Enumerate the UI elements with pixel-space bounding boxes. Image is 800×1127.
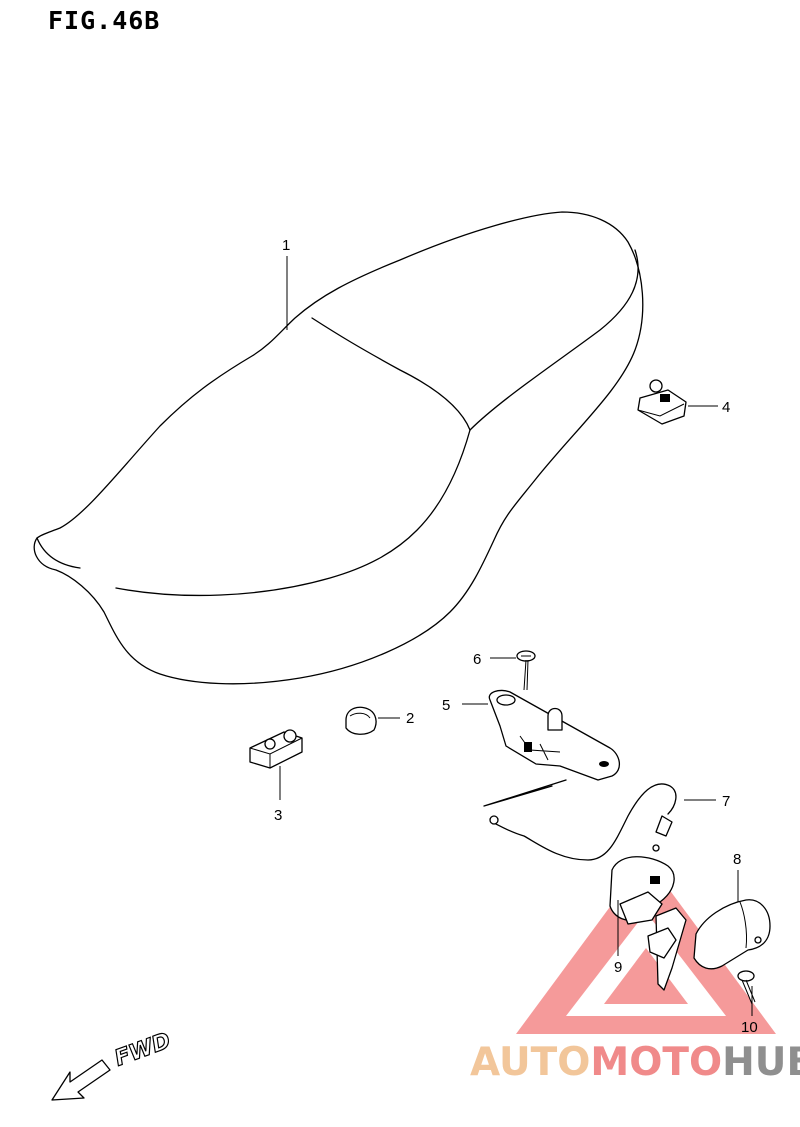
figure-title: FIG.46B bbox=[48, 6, 161, 35]
callout-labels: 1 2 3 4 5 6 7 8 9 10 bbox=[274, 237, 758, 1036]
watermark-text: AUTOMOTOHUB bbox=[470, 1040, 800, 1085]
callout-2: 2 bbox=[406, 710, 414, 727]
forward-direction-indicator: FWD bbox=[51, 1028, 175, 1101]
seat bbox=[33, 211, 644, 685]
callout-8: 8 bbox=[733, 851, 741, 868]
callout-1: 1 bbox=[282, 237, 290, 254]
clip-part-4 bbox=[637, 379, 718, 425]
watermark-auto: AUTO bbox=[470, 1040, 591, 1085]
callout-9: 9 bbox=[614, 959, 622, 976]
callout-7: 7 bbox=[722, 793, 730, 810]
callout-10: 10 bbox=[741, 1019, 758, 1036]
cover-part-8 bbox=[693, 870, 771, 970]
cable-part-7 bbox=[483, 779, 716, 861]
watermark-hub: HUB bbox=[722, 1040, 800, 1085]
seat-lock-part-5 bbox=[462, 689, 620, 781]
cushion-part-2 bbox=[345, 706, 400, 735]
lock-set-part-9 bbox=[609, 856, 687, 991]
screw-part-10 bbox=[737, 970, 756, 1016]
watermark-moto: MOTO bbox=[590, 1040, 723, 1085]
screw-part-6 bbox=[490, 650, 536, 691]
stopper-part-3 bbox=[249, 729, 303, 800]
callout-3: 3 bbox=[274, 807, 282, 824]
callout-5: 5 bbox=[442, 697, 450, 714]
callout-4: 4 bbox=[722, 399, 730, 416]
callout-6: 6 bbox=[473, 651, 481, 668]
fwd-label: FWD bbox=[112, 1028, 175, 1071]
watermark-logo bbox=[516, 858, 776, 1034]
